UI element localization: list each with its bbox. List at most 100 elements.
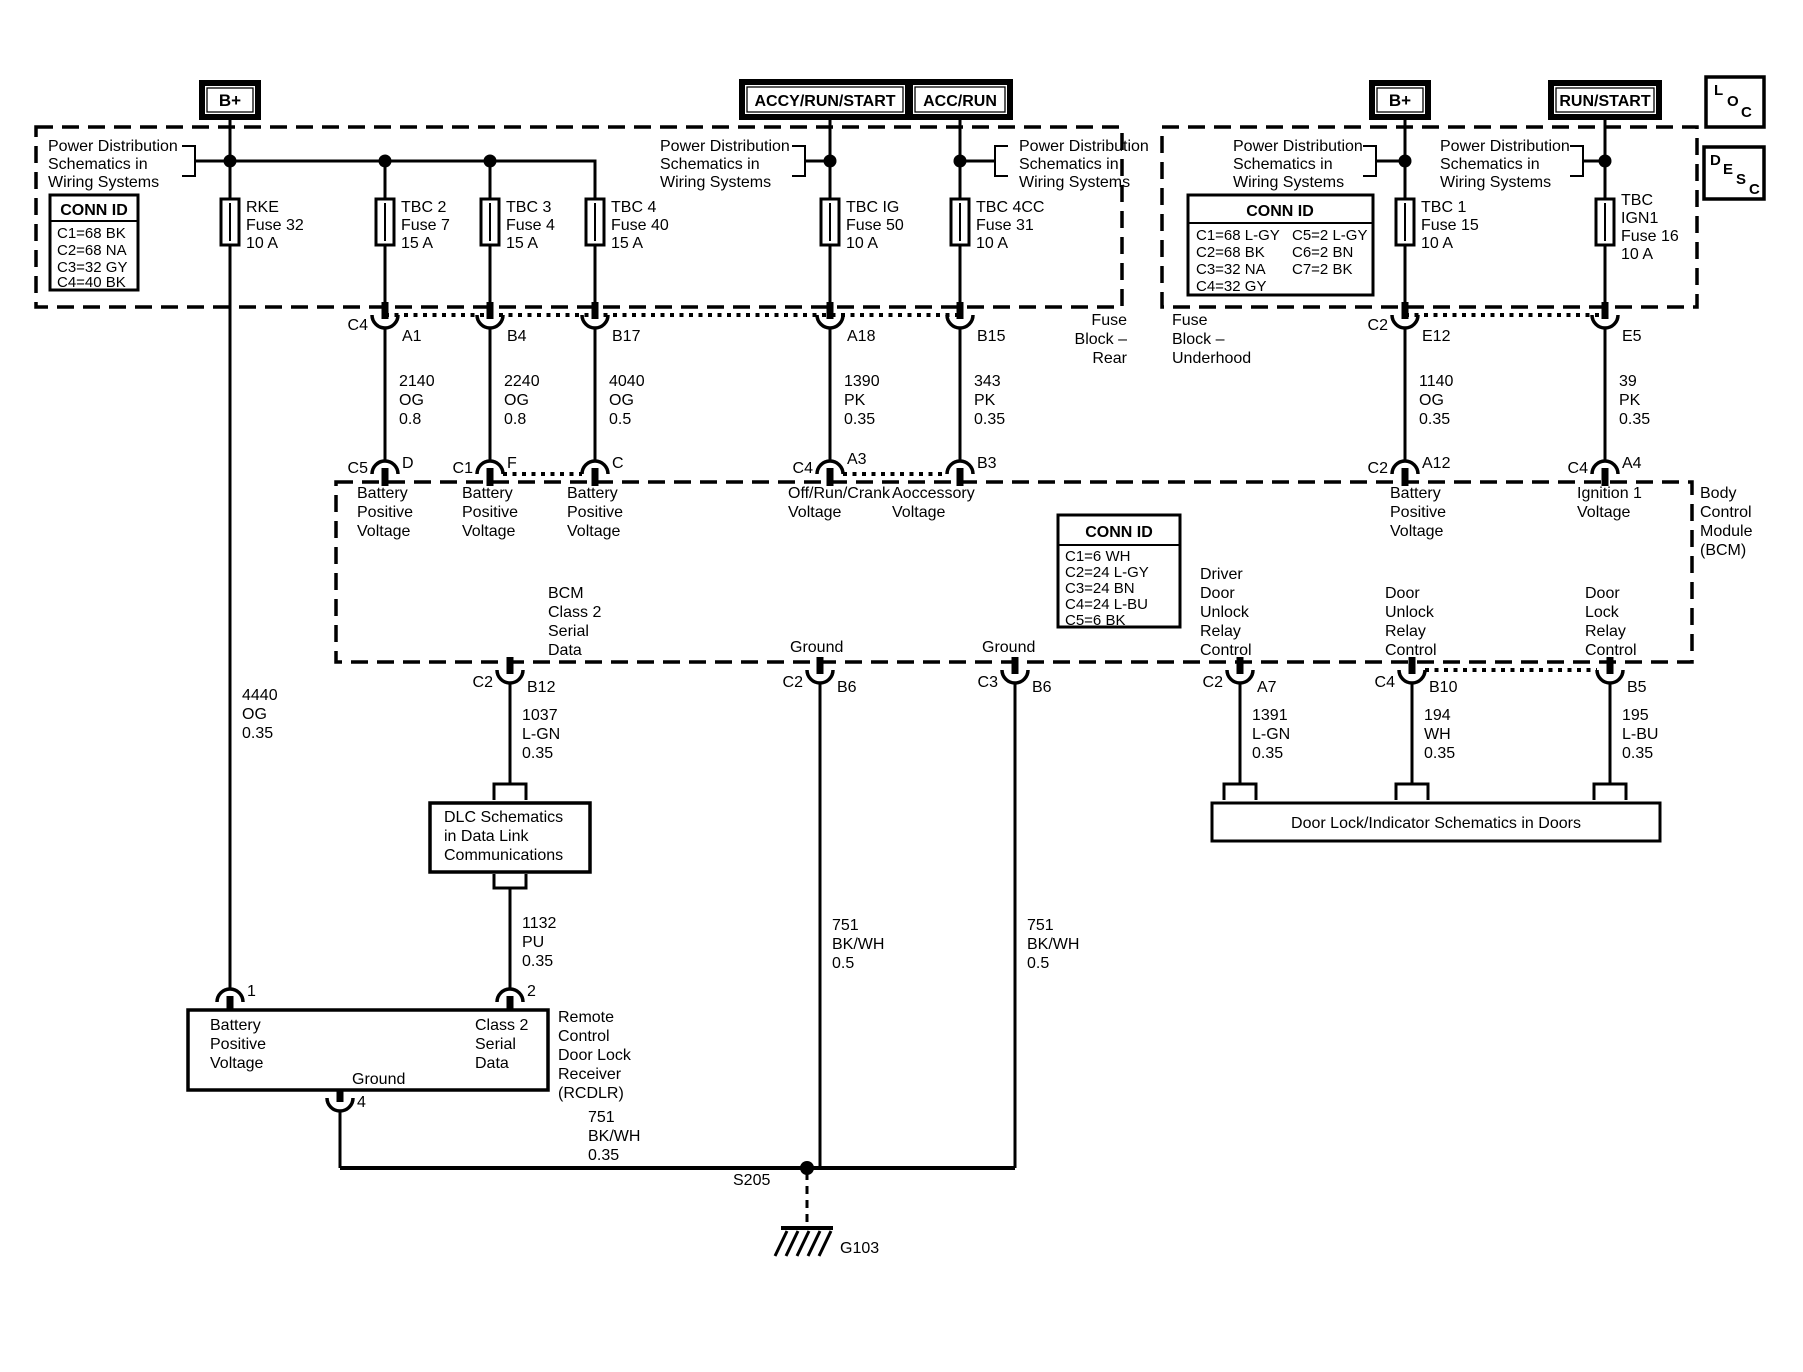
power-dist-note-5: Power Distribution Schematics in Wiring … <box>1440 138 1570 191</box>
svg-text:(BCM): (BCM) <box>1700 542 1746 559</box>
connector-arc-icon <box>945 459 975 486</box>
svg-text:F: F <box>507 455 517 472</box>
svg-text:BK/WH: BK/WH <box>1027 936 1079 953</box>
connector-arc-icon <box>1390 302 1420 330</box>
svg-text:CONN ID: CONN ID <box>1246 203 1314 220</box>
svg-text:Battery: Battery <box>210 1017 261 1034</box>
svg-text:RKE: RKE <box>246 199 279 216</box>
svg-text:OG: OG <box>399 392 424 409</box>
svg-text:B4: B4 <box>507 328 527 345</box>
svg-text:Power Distribution: Power Distribution <box>1019 138 1149 155</box>
bracket-dlc-top <box>492 782 528 800</box>
svg-text:PK: PK <box>974 392 996 409</box>
svg-text:Voltage: Voltage <box>567 523 620 540</box>
svg-text:Class 2: Class 2 <box>548 604 601 621</box>
svg-text:1390: 1390 <box>844 373 880 390</box>
fuse-icon <box>949 197 971 247</box>
svg-text:A1: A1 <box>402 328 422 345</box>
svg-text:A3: A3 <box>847 451 867 468</box>
rcdlr-ground-label: Ground <box>352 1071 405 1088</box>
svg-text:Schematics in: Schematics in <box>1440 156 1540 173</box>
svg-text:Data: Data <box>475 1055 509 1072</box>
svg-text:C4=24 L-BU: C4=24 L-BU <box>1065 596 1148 613</box>
power-dist-note-4: Power Distribution Schematics in Wiring … <box>1233 138 1363 191</box>
svg-text:Rear: Rear <box>1092 350 1127 367</box>
bracket-b10 <box>1394 782 1430 800</box>
svg-text:Door Lock/Indicator Schematics: Door Lock/Indicator Schematics in Doors <box>1291 815 1581 832</box>
svg-text:TBC 3: TBC 3 <box>506 199 551 216</box>
svg-text:Voltage: Voltage <box>1577 504 1630 521</box>
svg-text:Fuse 32: Fuse 32 <box>246 217 304 234</box>
svg-text:D: D <box>402 455 414 472</box>
junction-dot <box>1398 154 1412 168</box>
fuse-icon <box>584 197 606 247</box>
svg-text:0.35: 0.35 <box>1424 745 1455 762</box>
svg-text:E5: E5 <box>1622 328 1642 345</box>
svg-text:C2: C2 <box>783 674 804 691</box>
svg-text:OG: OG <box>242 706 267 723</box>
svg-text:1132: 1132 <box>522 915 557 932</box>
connector-arc-icon <box>580 302 610 330</box>
svg-text:C4: C4 <box>1568 460 1589 477</box>
svg-text:PK: PK <box>1619 392 1641 409</box>
conn-id-bcm: CONN ID C1=6 WH C2=24 L-GY C3=24 BN C4=2… <box>1056 513 1182 629</box>
fuse-icon <box>1594 197 1616 247</box>
svg-text:4040: 4040 <box>609 373 645 390</box>
power-tag-b-plus-left: B+ <box>199 80 261 120</box>
svg-text:0.35: 0.35 <box>522 953 553 970</box>
connector-arc-icon <box>815 302 845 330</box>
junction-dots <box>223 154 1612 1175</box>
junction-dot <box>483 154 497 168</box>
svg-text:Driver: Driver <box>1200 566 1243 583</box>
svg-text:B12: B12 <box>527 679 556 696</box>
bracket-b5 <box>1592 782 1628 800</box>
power-tag-label: B+ <box>1389 91 1411 110</box>
svg-text:C7=2 BK: C7=2 BK <box>1292 261 1352 278</box>
connector-arc-icon <box>815 459 845 486</box>
junction-dot <box>223 154 237 168</box>
junction-dot <box>1598 154 1612 168</box>
svg-text:Battery: Battery <box>1390 485 1441 502</box>
svg-text:Relay: Relay <box>1385 623 1426 640</box>
connector-arc-icon <box>580 459 610 486</box>
connector-link-lines <box>385 313 1605 672</box>
svg-text:C3: C3 <box>978 674 999 691</box>
svg-text:Fuse 50: Fuse 50 <box>846 217 904 234</box>
svg-text:Relay: Relay <box>1585 623 1626 640</box>
svg-text:1140: 1140 <box>1419 373 1454 390</box>
svg-text:Data: Data <box>548 642 582 659</box>
conn-id-rear: CONN ID C1=68 BK C2=68 NA C3=32 GY C4=40… <box>48 193 140 292</box>
connector-icons <box>215 302 1625 1113</box>
svg-text:TBC IG: TBC IG <box>846 199 899 216</box>
svg-text:10 A: 10 A <box>846 235 878 252</box>
power-dist-note-2: Power Distribution Schematics in Wiring … <box>660 138 790 191</box>
svg-text:Battery: Battery <box>462 485 513 502</box>
svg-text:Control: Control <box>1385 642 1437 659</box>
svg-text:TBC 2: TBC 2 <box>401 199 446 216</box>
svg-text:Control: Control <box>1585 642 1637 659</box>
bcm-output-ground-left: Ground <box>790 639 843 656</box>
fuse-block-rear-box <box>34 125 1124 309</box>
connector-arc-icon <box>495 657 525 685</box>
rcdlr-pin-1-label: 1 <box>247 983 256 1000</box>
svg-text:E: E <box>1723 161 1733 178</box>
svg-text:C2: C2 <box>473 674 494 691</box>
svg-text:Fuse 16: Fuse 16 <box>1621 228 1679 245</box>
svg-text:Relay: Relay <box>1200 623 1241 640</box>
svg-text:CONN ID: CONN ID <box>60 202 128 219</box>
svg-text:Voltage: Voltage <box>210 1055 263 1072</box>
svg-text:L: L <box>1714 82 1723 99</box>
svg-text:PU: PU <box>522 934 544 951</box>
svg-text:C5=6 BK: C5=6 BK <box>1065 612 1125 629</box>
